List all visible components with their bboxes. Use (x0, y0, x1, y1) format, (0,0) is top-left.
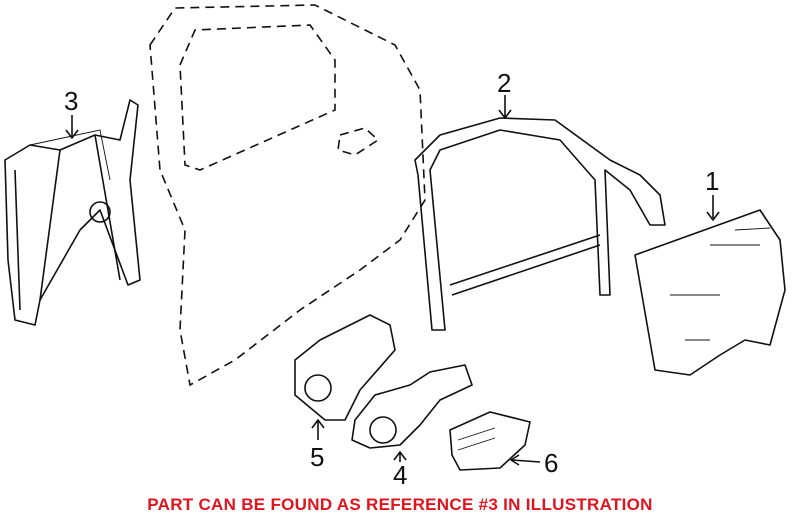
window-motor (351, 364, 473, 449)
callout-1: 1 (705, 166, 719, 196)
window-glass (634, 209, 786, 376)
window-run-channel (414, 117, 666, 331)
control-module (449, 411, 531, 471)
motor-cover (294, 314, 396, 421)
callout-5: 5 (310, 442, 324, 472)
callout-6: 6 (544, 448, 558, 478)
leader-lines (65, 95, 720, 466)
callout-4: 4 (393, 460, 407, 490)
reference-note: PART CAN BE FOUND AS REFERENCE #3 IN ILL… (147, 495, 653, 514)
window-regulator (4, 99, 141, 326)
door-shell (149, 4, 426, 387)
callout-3: 3 (64, 86, 78, 116)
callout-2: 2 (497, 68, 511, 98)
